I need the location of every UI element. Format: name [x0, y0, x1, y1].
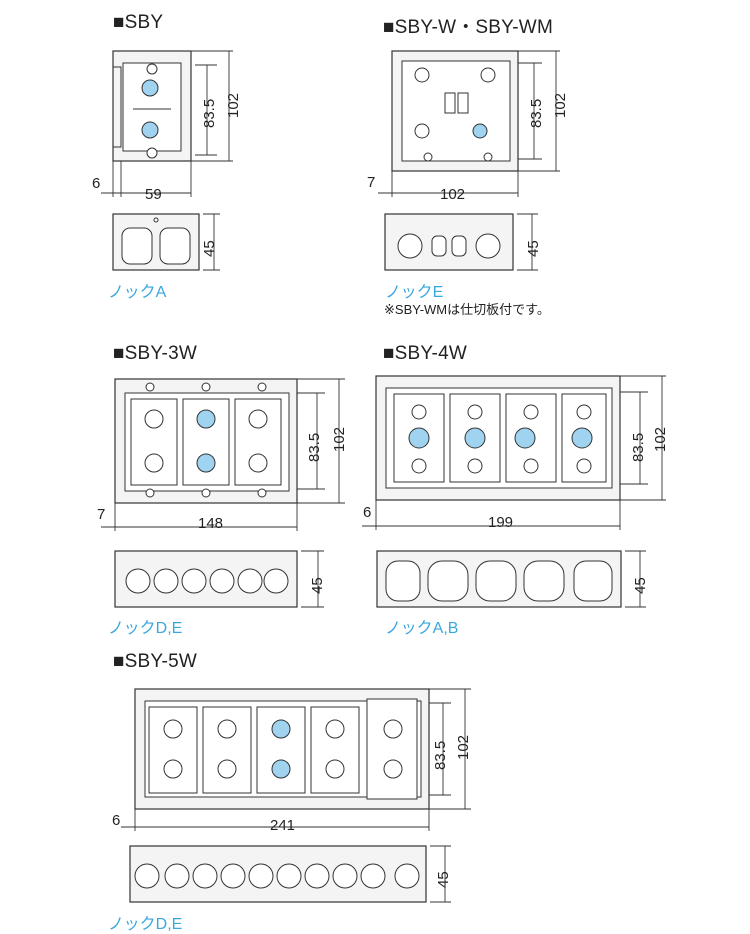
knock-label-sby-w: ノックE: [385, 284, 444, 301]
sby-dim-outer-height: 102: [225, 92, 242, 118]
sby-5w-front-view: [121, 688, 471, 831]
sby-4w-dim-outer-height: 102: [652, 426, 669, 452]
sby-3w-dim-depth: 45: [309, 577, 326, 594]
sby-4w-dim-inner-height: 83.5: [630, 432, 647, 462]
sby-3w-dim-offset: 7: [97, 506, 106, 523]
sby-5w-dim-depth: 45: [435, 871, 452, 888]
sby-3w-dim-inner-height: 83.5: [306, 432, 323, 462]
sby-wm-note: ※SBY-WMは仕切板付です。: [384, 302, 550, 317]
sby-dim-inner-height: 83.5: [201, 98, 218, 128]
sby-4w-dim-depth: 45: [632, 577, 649, 594]
sby-5w-side-view: [129, 845, 451, 903]
sby-w-dim-inner-height: 83.5: [528, 98, 545, 128]
sby-3w-front-view: [101, 378, 345, 531]
sby-dim-width: 59: [145, 186, 162, 203]
title-sby: ■SBY: [113, 12, 164, 33]
sby-3w-dim-width: 148: [198, 515, 224, 532]
sby-w-front-view: [378, 50, 560, 197]
sby-w-dim-outer-height: 102: [552, 92, 569, 118]
knock-label-sby: ノックA: [108, 284, 167, 301]
sby-3w-dim-outer-height: 102: [331, 426, 348, 452]
sby-5w-dim-offset: 6: [112, 812, 121, 829]
sby-4w-dim-offset: 6: [363, 504, 372, 521]
title-sby-5w: ■SBY-5W: [113, 651, 197, 672]
sby-4w-front-view: [362, 375, 666, 530]
knock-label-sby-3w: ノックD,E: [108, 620, 183, 637]
sby-5w-dim-inner-height: 83.5: [432, 740, 449, 770]
sby-5w-dim-width: 241: [270, 817, 296, 834]
sby-dim-depth: 45: [201, 240, 218, 257]
sby-4w-side-view: [376, 550, 646, 608]
sby-front-view: [101, 50, 233, 197]
knock-label-sby-5w: ノックD,E: [108, 916, 183, 933]
sby-w-dim-depth: 45: [525, 240, 542, 257]
sby-side-view: [112, 213, 220, 271]
sby-5w-dim-outer-height: 102: [455, 734, 472, 760]
title-sby-w: ■SBY-W・SBY-WM: [383, 17, 553, 38]
knock-label-sby-4w: ノックA,B: [385, 620, 459, 637]
sby-w-dim-width: 102: [440, 186, 466, 203]
sby-3w-side-view: [114, 550, 324, 608]
title-sby-3w: ■SBY-3W: [113, 343, 197, 364]
sby-dim-offset: 6: [92, 175, 101, 192]
sby-w-dim-offset: 7: [367, 174, 376, 191]
title-sby-4w: ■SBY-4W: [383, 343, 467, 364]
sby-4w-dim-width: 199: [488, 514, 514, 531]
sby-w-side-view: [384, 213, 538, 271]
